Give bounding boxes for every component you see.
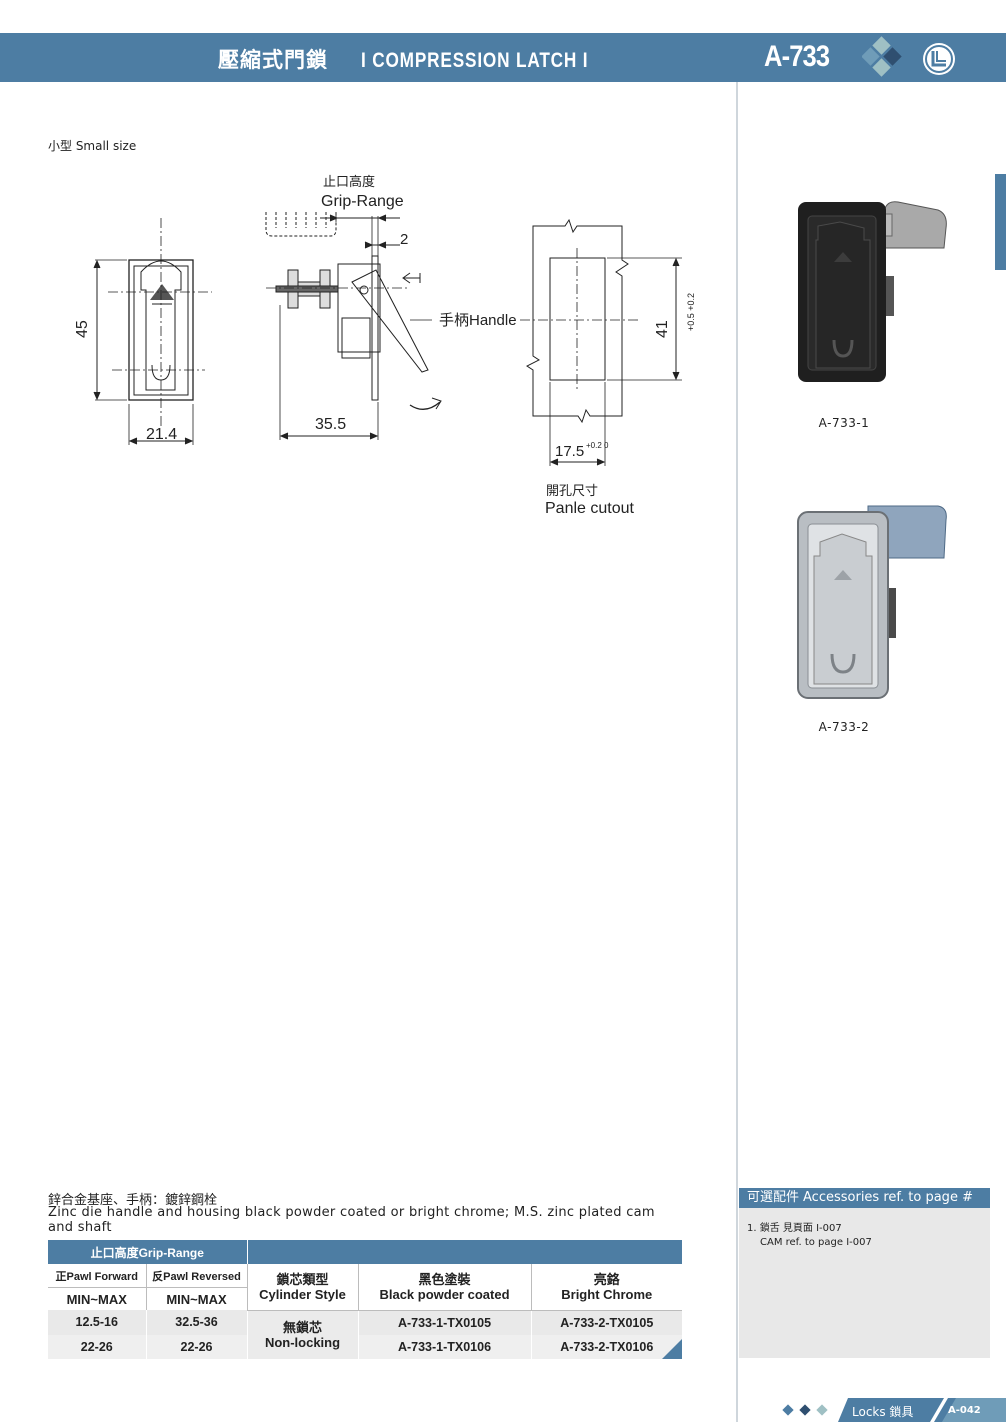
pawl-reversed-header: 反Pawl Reversed — [146, 1264, 248, 1288]
table-header-row: 止口高度Grip-Range — [48, 1240, 682, 1264]
brand-logo-icon — [923, 43, 955, 75]
grip-range-header: 止口高度Grip-Range — [48, 1240, 248, 1264]
diamond-ornament-icon — [862, 36, 902, 77]
cell-black: A-733-1-TX0106 — [358, 1334, 532, 1359]
title-zh: 壓縮式門鎖 — [218, 48, 328, 72]
table-minmax-row: MIN~MAX MIN~MAX — [48, 1287, 682, 1310]
accessories-title-zh: 可選配件 — [747, 1190, 800, 1205]
table-subheader-row: 正Pawl Forward 反Pawl Reversed 鎖芯類型 Cylind… — [48, 1264, 682, 1311]
page-title: 壓縮式門鎖 I COMPRESSION LATCH I — [218, 44, 639, 74]
front-view — [93, 218, 212, 445]
dim-41-tolerance: +0.5 +0.2 — [686, 293, 696, 331]
size-label: 小型 Small size — [48, 139, 137, 153]
dim-17-5: 17.5 — [555, 443, 584, 460]
title-en: I COMPRESSION LATCH I — [361, 49, 589, 72]
dim-17-5-tolerance: +0.2 0 — [586, 441, 609, 450]
cylinder-value-en: Non-locking — [264, 1334, 341, 1350]
page-number: A-042 — [948, 1405, 981, 1416]
technical-drawing: 45 21.4 止口高度 Grip-Range 2 35.5 手柄Handle — [74, 174, 696, 517]
cell-black: A-733-1-TX0105 — [358, 1310, 532, 1335]
cell-chrome: A-733-2-TX0106 — [531, 1334, 682, 1359]
min-max-forward: MIN~MAX — [48, 1287, 147, 1310]
grip-range-en: Grip-Range — [321, 193, 404, 210]
black-header: 黑色塗裝 Black powder coated — [358, 1264, 532, 1311]
product-label-1: A-733-1 — [818, 416, 870, 430]
cylinder-style-header: 鎖芯類型 Cylinder Style — [247, 1264, 359, 1311]
cell-forward: 12.5-16 — [48, 1310, 147, 1335]
cylinder-style-en: Cylinder Style — [259, 1286, 346, 1302]
material-zh: 鋅合金基座、手柄：鍍鋅鋼栓 — [48, 1193, 218, 1208]
grip-range-zh: 止口高度 — [323, 174, 375, 189]
cell-forward: 22-26 — [48, 1334, 147, 1359]
cell-chrome: A-733-2-TX0105 — [531, 1310, 682, 1335]
cell-reversed: 32.5-36 — [146, 1310, 248, 1335]
material-en: Zinc die handle and housing black powder… — [48, 1205, 655, 1235]
column-divider — [736, 82, 738, 1422]
black-zh: 黑色塗裝 — [418, 1271, 471, 1287]
pawl-forward-header: 正Pawl Forward — [48, 1264, 147, 1288]
accessory-item-zh: 1. 鎖舌 見頁面 I-007 — [747, 1223, 842, 1234]
dim-2: 2 — [400, 231, 408, 248]
side-tab-marker — [995, 174, 1006, 270]
dim-21-4: 21.4 — [146, 426, 177, 443]
table-row: 12.5-16 32.5-36 無鎖芯 Non-locking A-733-1-… — [48, 1310, 682, 1359]
black-en: Black powder coated — [379, 1286, 510, 1302]
cylinder-style-zh: 鎖芯類型 — [276, 1271, 329, 1287]
footer-category: Locks 鎖具 — [852, 1405, 914, 1419]
cutout-en: Panle cutout — [545, 500, 635, 517]
spec-table: 止口高度Grip-Range 正Pawl Forward 反Pawl Rever… — [48, 1240, 682, 1359]
footer-diamonds-icon — [782, 1404, 828, 1416]
cutout-zh: 開孔尺寸 — [546, 483, 598, 498]
dim-41: 41 — [654, 320, 671, 338]
accessories-title-en: Accessories ref. to page # — [803, 1190, 973, 1205]
header-bar — [0, 33, 1006, 82]
accessories-box — [739, 1188, 990, 1358]
product-code: A-733 — [764, 40, 830, 73]
header-spacer — [247, 1240, 682, 1264]
cylinder-value-zh: 無鎖芯 — [282, 1319, 322, 1335]
chrome-zh: 亮鉻 — [593, 1271, 620, 1287]
cell-cylinder: 無鎖芯 Non-locking — [247, 1310, 359, 1359]
product-image-chrome — [797, 505, 947, 699]
accessory-item-en: CAM ref. to page I-007 — [760, 1237, 872, 1248]
cell-chrome-text: A-733-2-TX0106 — [560, 1339, 654, 1354]
corner-accent-icon — [662, 1338, 682, 1359]
product-image-black — [798, 201, 947, 382]
dim-45: 45 — [74, 320, 91, 338]
product-label-2: A-733-2 — [818, 720, 870, 734]
cutout-view — [520, 218, 682, 466]
handle-label: 手柄Handle — [439, 312, 517, 329]
table-row: 22-26 22-26 A-733-1-TX0106 A-733-2-TX010… — [48, 1334, 682, 1359]
side-view — [265, 212, 442, 440]
accessory-item: 1. 鎖舌 見頁面 I-007 CAM ref. to page I-007 — [747, 1222, 872, 1250]
cell-reversed: 22-26 — [146, 1334, 248, 1359]
min-max-reversed: MIN~MAX — [146, 1287, 248, 1310]
chrome-en: Bright Chrome — [561, 1286, 653, 1302]
dim-35-5: 35.5 — [315, 416, 346, 433]
chrome-header: 亮鉻 Bright Chrome — [531, 1264, 682, 1311]
footer-bar — [838, 1398, 1006, 1422]
